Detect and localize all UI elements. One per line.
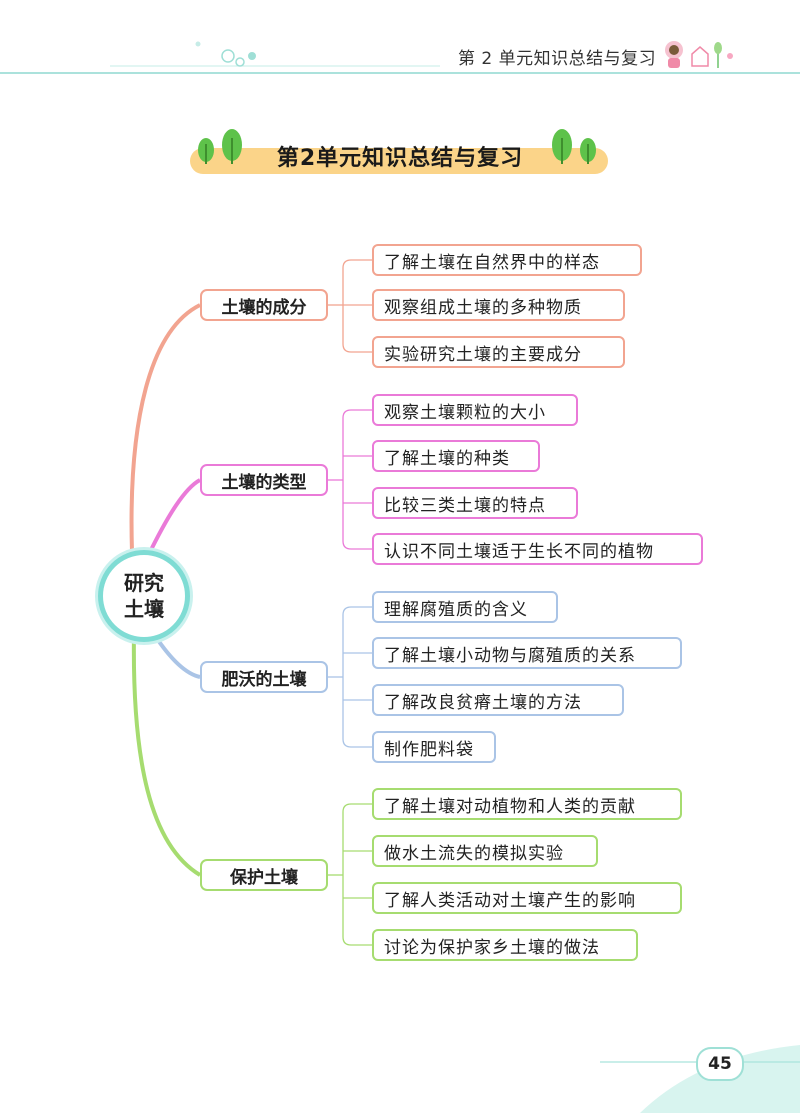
branch-protect-soil: 保护土壤 — [200, 859, 328, 891]
leaf-item: 认识不同土壤适于生长不同的植物 — [372, 533, 703, 565]
tree-icon — [552, 129, 596, 164]
leaf-item: 比较三类土壤的特点 — [372, 487, 578, 519]
leaf-item: 了解土壤的种类 — [372, 440, 540, 472]
branch-fertile-soil: 肥沃的土壤 — [200, 661, 328, 693]
root-node: 研究土壤 — [98, 550, 190, 642]
leaf-item: 制作肥料袋 — [372, 731, 496, 763]
leaf-item: 了解土壤对动植物和人类的贡献 — [372, 788, 682, 820]
page-title: 第2单元知识总结与复习 — [276, 146, 524, 171]
cartoon-decoration-icon — [665, 41, 733, 68]
root-label: 研究土壤 — [124, 571, 164, 621]
running-head: 第 2 单元知识总结与复习 — [458, 49, 657, 69]
leaf-item: 观察土壤颗粒的大小 — [372, 394, 578, 426]
tree-icon — [198, 129, 242, 164]
leaf-item: 讨论为保护家乡土壤的做法 — [372, 929, 638, 961]
leaf-item: 理解腐殖质的含义 — [372, 591, 558, 623]
page-number: 45 — [696, 1047, 744, 1081]
leaf-item: 了解人类活动对土壤产生的影响 — [372, 882, 682, 914]
leaf-item: 做水土流失的模拟实验 — [372, 835, 598, 867]
leaf-item: 了解土壤小动物与腐殖质的关系 — [372, 637, 682, 669]
leaf-item: 实验研究土壤的主要成分 — [372, 336, 625, 368]
leaf-item: 了解土壤在自然界中的样态 — [372, 244, 642, 276]
title-ribbon — [190, 148, 608, 174]
branch-soil-types: 土壤的类型 — [200, 464, 328, 496]
branch-soil-composition: 土壤的成分 — [200, 289, 328, 321]
leaf-item: 了解改良贫瘠土壤的方法 — [372, 684, 624, 716]
leaf-item: 观察组成土壤的多种物质 — [372, 289, 625, 321]
